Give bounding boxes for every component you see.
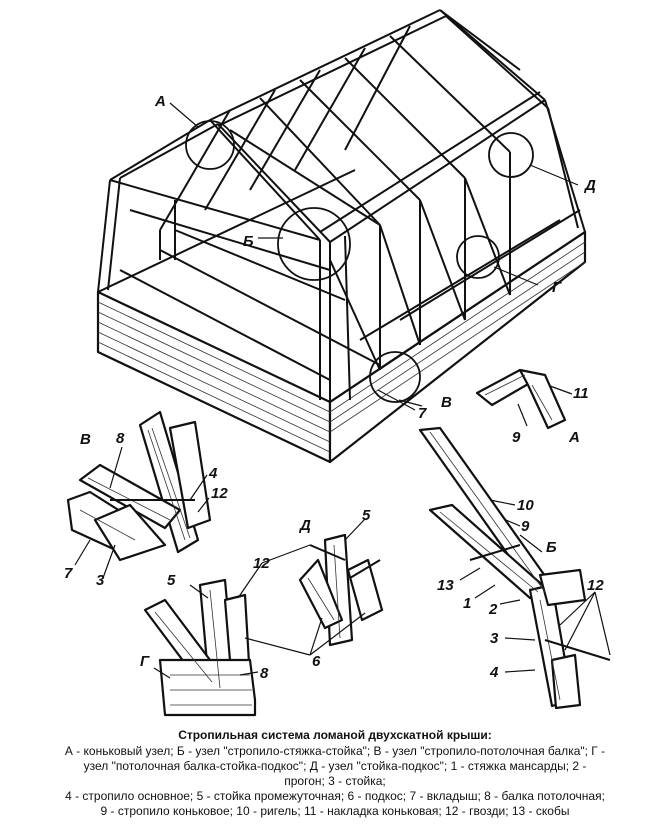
label-detail-g: Г [140, 653, 150, 670]
label-num-4-b: 4 [489, 664, 499, 681]
label-node-b: Б [243, 233, 254, 250]
caption-line: 4 - стропило основное; 5 - стойка промеж… [65, 789, 605, 803]
caption-line: 9 - стропило коньковое; 10 - ригель; 11 … [100, 804, 570, 818]
label-num-3-b: 3 [490, 630, 499, 647]
label-num-2-b: 2 [488, 601, 498, 618]
caption-title: Стропильная система ломаной двухскатной … [178, 728, 492, 742]
label-num-8-g: 8 [260, 665, 269, 682]
label-num-10-b: 10 [517, 497, 534, 514]
label-num-11-a: 11 [573, 385, 589, 402]
label-num-12-b: 12 [587, 577, 604, 594]
main-frame-drawing: А Б В Г Д 7 [96, 9, 596, 464]
label-node-v: В [441, 394, 452, 411]
caption-line: узел "потолочная балка-стойка-подкос"; Д… [83, 759, 587, 773]
label-num-8-v: 8 [116, 430, 125, 447]
label-num-12-gd: 12 [253, 555, 270, 572]
label-num-5-g: 5 [167, 572, 176, 589]
label-detail-b: Б [546, 539, 557, 556]
label-detail-v: В [80, 431, 91, 448]
label-num-3-v: 3 [96, 572, 105, 589]
label-num-1-b: 1 [463, 595, 471, 612]
detail-g-d-drawing: Д 5 12 5 Г 8 6 [140, 507, 384, 717]
label-num-9-a: 9 [512, 429, 521, 446]
detail-v-drawing: В 8 4 12 7 3 [64, 410, 228, 589]
label-num-7-v: 7 [64, 565, 73, 582]
label-node-d: Д [583, 177, 596, 194]
detail-b-drawing: 10 9 Б 13 1 2 12 3 4 [418, 426, 611, 710]
label-num-4-v: 4 [208, 465, 218, 482]
label-detail-a: А [568, 429, 580, 446]
label-num-12-v: 12 [211, 485, 228, 502]
label-num-13-b: 13 [437, 577, 454, 594]
detail-a-drawing: 11 9 А [475, 368, 589, 446]
label-node-a: А [154, 93, 166, 110]
caption-line: А - коньковый узел; Б - узел "стропило-с… [64, 744, 606, 758]
label-detail-d: Д [298, 517, 311, 534]
figure-caption: Стропильная система ломаной двухскатной … [0, 728, 670, 819]
caption-line: прогон; 3 - стойка; [284, 774, 386, 788]
label-num-9-b: 9 [521, 518, 530, 535]
label-num-5-d: 5 [362, 507, 371, 524]
label-num-6-gd: 6 [312, 653, 321, 670]
roof-truss-diagram: А Б В Г Д 7 В 8 4 12 7 3 11 [64, 9, 611, 717]
label-num-7-main: 7 [418, 405, 427, 422]
label-node-g: Г [552, 279, 562, 296]
